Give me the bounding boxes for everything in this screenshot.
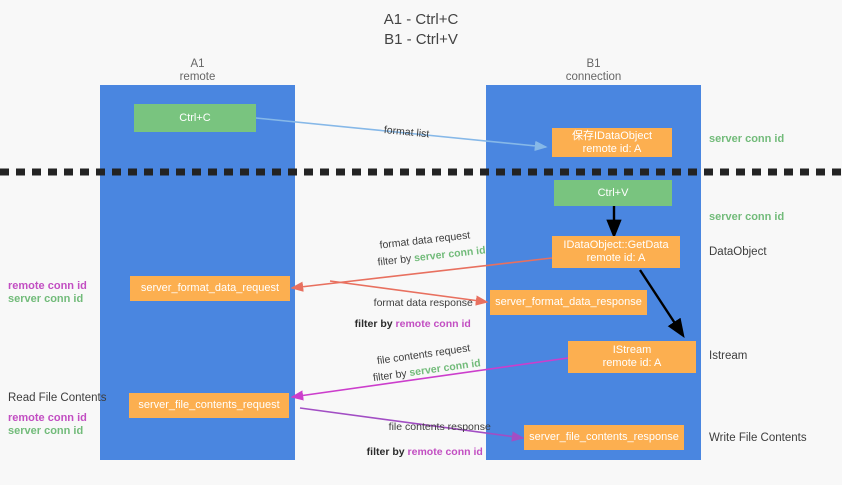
right-label-istream-text: Istream (709, 350, 748, 362)
edge-label-file-contents-response-text: file contents response (388, 421, 491, 433)
edge-label-file-contents-response: file contents response (377, 409, 491, 445)
node-ctrl-c-label: Ctrl+C (179, 111, 211, 124)
left-label-bottom-remote-conn-id: remote conn id (8, 411, 87, 425)
left-label-bottom-server-conn-id: server conn id (8, 424, 83, 438)
edge-label-file-contents-request-filter-prefix: filter by (372, 367, 411, 385)
node-ctrl-c[interactable]: Ctrl+C (134, 104, 256, 132)
left-label-mid-remote-conn-id: remote conn id (8, 279, 87, 293)
edge-label-format-data-response-filter: filter by remote conn id (343, 306, 471, 342)
node-getdata-line2: remote id: A (586, 252, 646, 264)
node-server-file-contents-response[interactable]: server_file_contents_response (524, 425, 684, 450)
column-header-b1-title: B1 (586, 58, 601, 70)
left-label-mid-remote-conn-id-text: remote conn id (8, 280, 87, 292)
edge-label-file-contents-response-filter-prefix: filter by (366, 446, 408, 458)
node-istream-line2: remote id: A (602, 357, 662, 369)
node-save-idataobject-line2: remote id: A (582, 142, 642, 155)
right-label-write-file-contents: Write File Contents (709, 432, 807, 444)
node-server-format-data-request[interactable]: server_format_data_request (130, 276, 290, 301)
right-label-server-conn-id-2: server conn id (709, 210, 784, 224)
right-label-dataobject-text: DataObject (709, 246, 767, 258)
node-save-idataobject-line1: 保存IDataObject (571, 129, 653, 142)
column-header-b1-subtitle: connection (565, 71, 622, 83)
node-server-format-data-request-label: server_format_data_request (140, 282, 280, 294)
edge-label-format-list-text: format list (383, 124, 430, 141)
edge-label-format-data-request-filter-prefix: filter by (376, 252, 415, 269)
edge-label-format-data-request-filter-value: server conn id (413, 244, 487, 265)
node-getdata-line1: IDataObject::GetData (563, 239, 669, 251)
node-server-format-data-response-label: server_format_data_response (495, 296, 642, 308)
node-server-file-contents-response-label: server_file_contents_response (529, 431, 679, 443)
left-label-read-file-contents: Read File Contents (8, 392, 106, 404)
right-label-dataobject: DataObject (709, 246, 767, 258)
column-header-a1-subtitle: remote (179, 71, 216, 83)
edge-label-file-contents-response-filter-value: remote conn id (407, 446, 483, 458)
edge-label-file-contents-request-filter-value: server conn id (408, 357, 482, 380)
node-ctrl-v-label: Ctrl+V (597, 186, 629, 199)
edge-label-format-list: format list (371, 111, 431, 152)
left-label-bottom-remote-conn-id-text: remote conn id (8, 412, 87, 424)
node-server-format-data-response[interactable]: server_format_data_response (490, 290, 647, 315)
right-label-istream: Istream (709, 350, 747, 362)
node-server-file-contents-request[interactable]: server_file_contents_request (129, 393, 289, 418)
left-label-mid-server-conn-id: server conn id (8, 292, 83, 306)
node-istream-line1: IStream (612, 344, 652, 356)
page-title-line2: B1 - Ctrl+V (384, 31, 458, 48)
edge-label-format-data-response-filter-prefix: filter by (354, 318, 396, 330)
edge-label-format-data-response-filter-value: remote conn id (395, 318, 471, 330)
right-label-server-conn-id-1: server conn id (709, 132, 784, 146)
column-header-a1-title: A1 (190, 58, 205, 70)
page-title: A1 - Ctrl+C B1 - Ctrl+V (0, 10, 842, 50)
edge-label-file-contents-response-filter: filter by remote conn id (355, 434, 483, 470)
node-server-file-contents-request-label: server_file_contents_request (138, 399, 280, 411)
right-label-server-conn-id-2-text: server conn id (709, 211, 785, 223)
left-label-read-file-contents-text: Read File Contents (8, 392, 107, 404)
edge-label-format-data-response-text: format data response (373, 297, 473, 309)
right-label-server-conn-id-1-text: server conn id (709, 133, 785, 145)
left-label-mid-server-conn-id-text: server conn id (8, 293, 84, 305)
node-ctrl-v[interactable]: Ctrl+V (554, 180, 672, 206)
edge-label-format-data-response: format data response (362, 285, 473, 321)
left-label-bottom-server-conn-id-text: server conn id (8, 425, 84, 437)
right-label-write-file-contents-text: Write File Contents (709, 432, 807, 444)
page-title-line1: A1 - Ctrl+C (383, 11, 459, 28)
